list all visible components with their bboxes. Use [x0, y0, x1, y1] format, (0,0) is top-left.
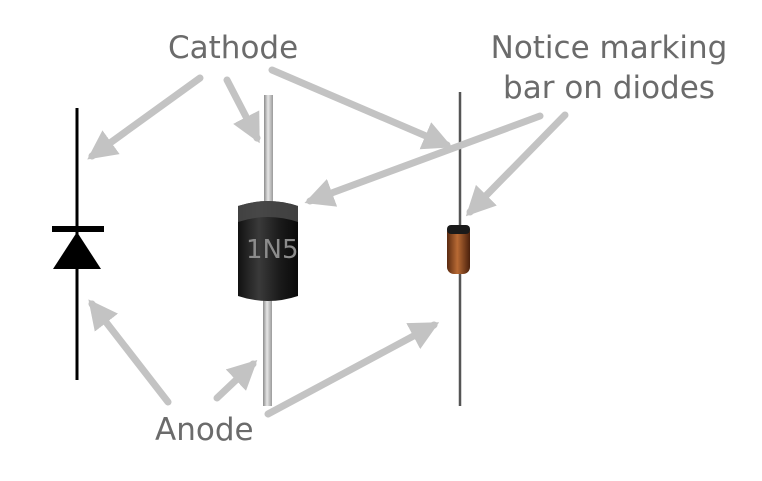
cathode-label: Cathode	[168, 33, 298, 64]
arrow-cathode-small	[272, 70, 447, 145]
anode-label: Anode	[155, 415, 254, 446]
arrow-marking-small	[470, 115, 565, 212]
arrows	[92, 70, 565, 414]
arrow-marking-large	[310, 116, 540, 201]
arrow-cathode-large	[227, 80, 257, 138]
large-diode-marking-text: 1N5	[246, 235, 299, 265]
notice-label-line-2: bar on diodes	[474, 68, 744, 108]
small-diode-marking-bar	[447, 225, 470, 234]
small-diode	[447, 92, 470, 406]
arrow-cathode-symbol	[92, 78, 200, 156]
notice-label-line-1: Notice marking	[474, 28, 744, 68]
notice-label: Notice marking bar on diodes	[474, 28, 744, 108]
arrow-anode-symbol	[92, 304, 168, 402]
large-diode-top-lead	[264, 95, 273, 205]
large-diode: 1N5	[238, 95, 299, 406]
arrow-anode-large	[217, 364, 253, 398]
large-diode-bottom-lead	[263, 300, 272, 406]
symbol-triangle	[53, 232, 101, 269]
arrow-anode-small	[268, 325, 434, 414]
